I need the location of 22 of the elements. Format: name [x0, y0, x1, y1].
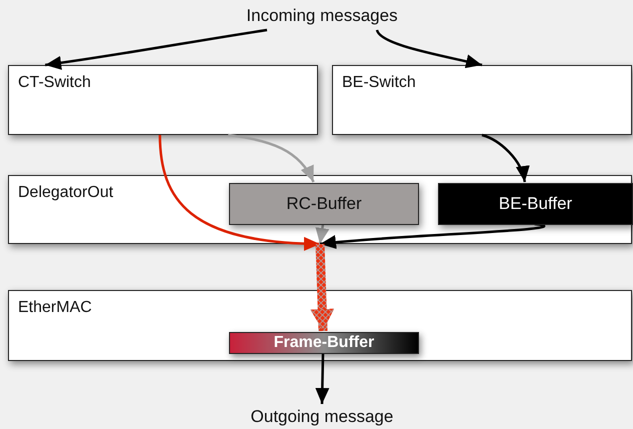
- message-label: Outgoing message: [212, 404, 432, 429]
- arrow: [376, 29, 482, 68]
- message-label: Incoming messages: [212, 2, 432, 30]
- module-name: EtherMAC: [18, 299, 92, 317]
- buffer-box: BE-Buffer: [438, 183, 633, 225]
- arrow: [158, 134, 320, 250]
- arrow: [482, 134, 529, 182]
- arrow: [315, 352, 330, 404]
- module-name: DelegatorOut: [18, 184, 114, 202]
- arrow: [315, 224, 330, 244]
- buffer-box: RC-Buffer: [229, 183, 419, 225]
- arrow: [320, 222, 544, 250]
- module-box: [8, 290, 632, 361]
- arrow: [45, 28, 268, 70]
- module-box: [8, 175, 632, 244]
- module-name: BE-Switch: [342, 74, 416, 92]
- module-name: CT-Switch: [18, 74, 91, 92]
- module-box: [8, 65, 318, 135]
- arrow: [228, 134, 315, 183]
- thick-arrow: [310, 244, 334, 332]
- module-box: [332, 65, 632, 135]
- buffer-box: Frame-Buffer: [229, 332, 419, 354]
